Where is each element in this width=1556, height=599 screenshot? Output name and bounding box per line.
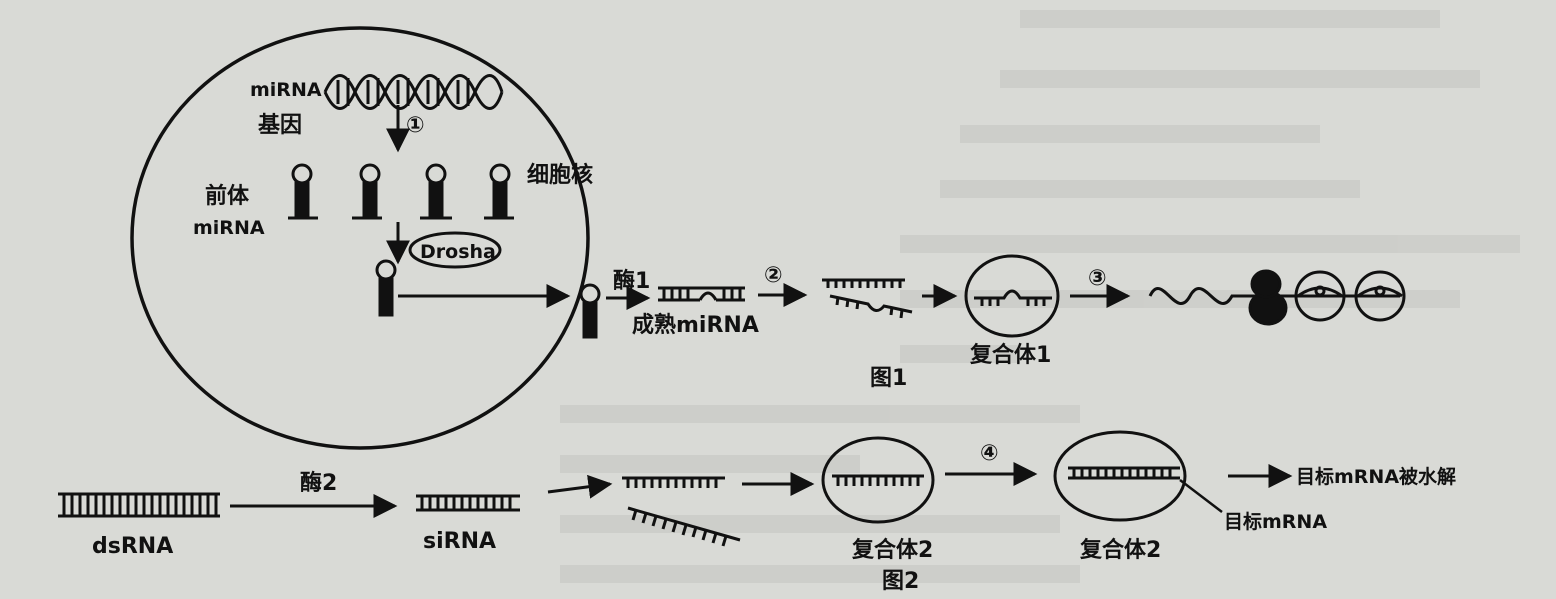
to-strands-arrow bbox=[547, 474, 613, 499]
dsrna-label: dsRNA bbox=[92, 534, 173, 559]
complex1-strand-icon bbox=[974, 289, 1052, 306]
sirna-icon bbox=[416, 494, 520, 512]
target-mrna-label: 目标mRNA bbox=[1224, 511, 1327, 533]
drosha-ellipse bbox=[408, 231, 502, 269]
figure2-caption: 图2 bbox=[882, 569, 919, 594]
background-bleed-through bbox=[560, 10, 1520, 583]
mature-mirna-label: 成熟miRNA bbox=[632, 312, 759, 338]
target-mrna-pointer bbox=[1179, 479, 1223, 513]
cytoplasm-hairpin-icon bbox=[579, 283, 601, 339]
hairpin-icon bbox=[420, 163, 452, 220]
sirna-label: siRNA bbox=[423, 529, 496, 554]
gene-label-line1: miRNA bbox=[250, 79, 322, 101]
complex1-ellipse bbox=[964, 254, 1060, 338]
step2-label: ② bbox=[764, 263, 783, 288]
hairpin-icon bbox=[288, 163, 318, 220]
nucleus-ellipse bbox=[130, 26, 590, 450]
sirna-separated-strands-icon bbox=[622, 476, 741, 547]
separated-strands-icon bbox=[822, 278, 913, 319]
pre-mirna-hairpins bbox=[288, 163, 514, 220]
processed-hairpin-icon bbox=[375, 259, 397, 317]
nucleus-label: 细胞核 bbox=[527, 162, 593, 188]
complex2b-ellipse bbox=[1053, 430, 1187, 522]
mirna-gene-helix-icon bbox=[323, 74, 504, 110]
hairpin-icon bbox=[352, 163, 382, 220]
hairpin-icon bbox=[484, 163, 514, 220]
complex2a-strand-icon bbox=[832, 474, 924, 486]
step4-label: ④ bbox=[980, 441, 999, 466]
complex1-label: 复合体1 bbox=[969, 342, 1051, 368]
drosha-label: Drosha bbox=[420, 241, 496, 263]
complex2a-ellipse bbox=[821, 436, 935, 524]
pre-mirna-label-line1: 前体 bbox=[205, 183, 250, 209]
mature-mirna-duplex-icon bbox=[658, 286, 745, 302]
mrna-translation-icon bbox=[1148, 269, 1406, 326]
complex2a-label: 复合体2 bbox=[851, 537, 933, 563]
step1-label: ① bbox=[406, 113, 425, 138]
figure1-caption: 图1 bbox=[870, 366, 907, 391]
enzyme2-label: 酶2 bbox=[300, 471, 337, 496]
pre-mirna-label-line2: miRNA bbox=[193, 217, 265, 239]
result-label: 目标mRNA被水解 bbox=[1296, 465, 1456, 488]
dsrna-icon bbox=[58, 492, 220, 518]
complex2b-strand-icon bbox=[1068, 466, 1180, 480]
enzyme1-label: 酶1 bbox=[613, 269, 650, 294]
gene-label-line2: 基因 bbox=[258, 113, 302, 138]
complex2b-label: 复合体2 bbox=[1079, 537, 1161, 563]
step3-label: ③ bbox=[1088, 266, 1107, 291]
